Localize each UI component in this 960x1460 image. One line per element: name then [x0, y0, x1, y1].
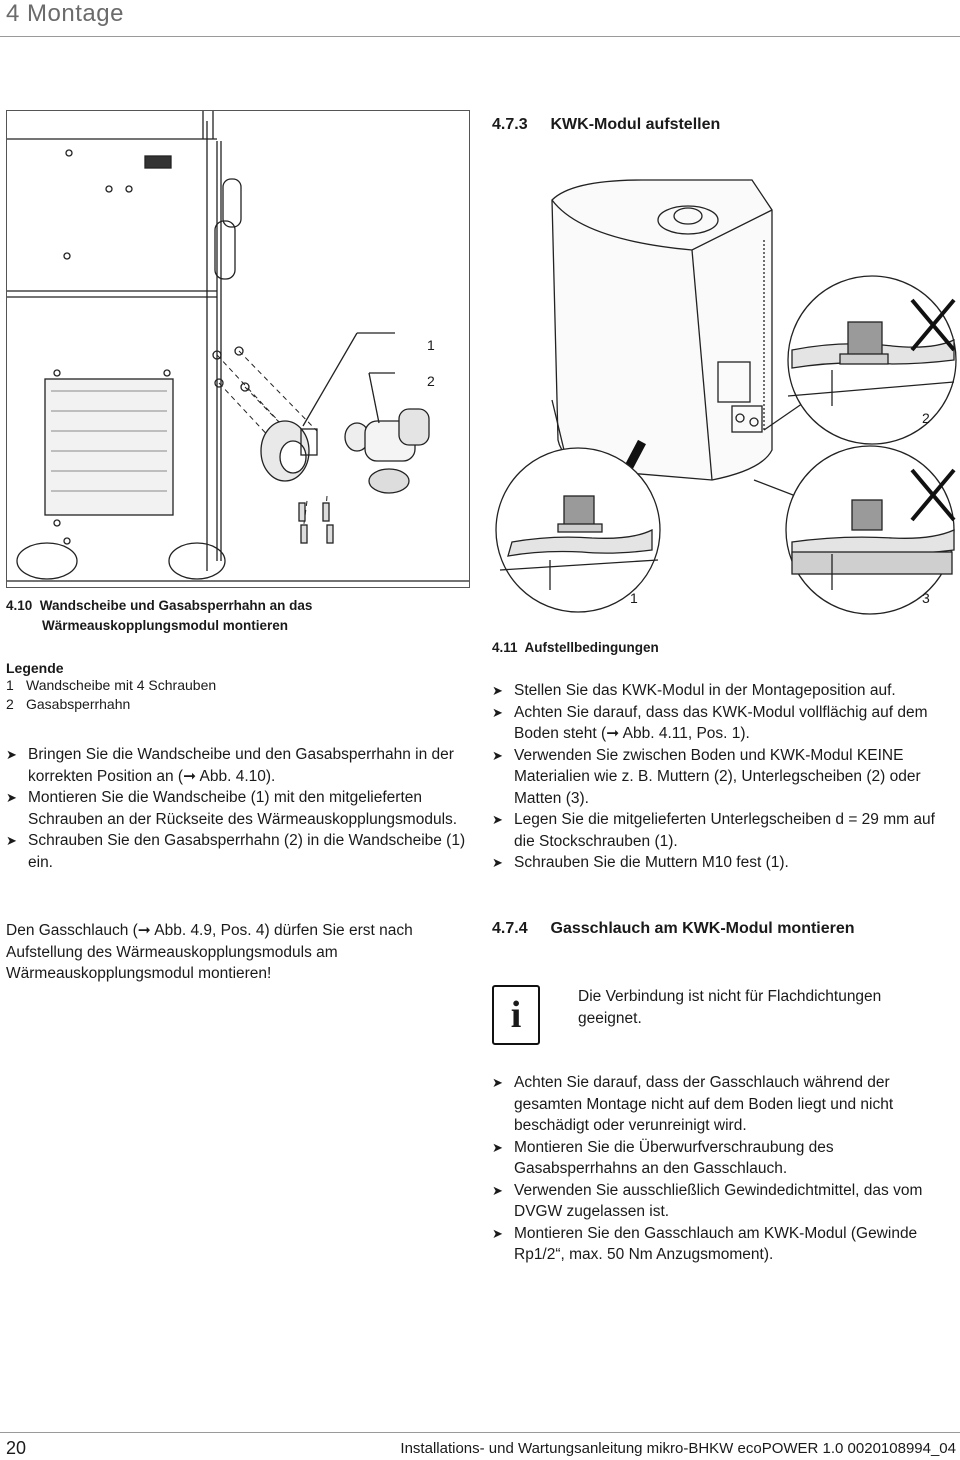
section-heading-4-7-3: 4.7.3 KWK-Modul aufstellen	[492, 116, 720, 134]
step-text: Verwenden Sie ausschließlich Gewindedich…	[514, 1181, 923, 1221]
legend: Legende 1 Wandscheibe mit 4 Schrauben 2 Ga…	[6, 660, 466, 714]
instruction-step: ➤ Legen Sie die mitgelieferten Unterlegsc…	[492, 809, 958, 852]
legend-text: Gasabsperrhahn	[26, 696, 131, 712]
step-text: Achten Sie darauf, dass der Gasschlauch …	[514, 1074, 894, 1134]
bullet-arrow-icon: ➤	[492, 1139, 503, 1155]
step-text: Verwenden Sie zwischen Boden und KWK-Mod…	[514, 746, 921, 807]
caption-number: 4.10	[6, 598, 33, 613]
bullet-arrow-icon: ➤	[492, 683, 503, 698]
instruction-step: ➤ Achten Sie darauf, dass der Gasschlauch…	[492, 1072, 958, 1137]
bullet-arrow-icon: ➤	[6, 833, 17, 848]
legend-text: Wandscheibe mit 4 Schrauben	[26, 677, 217, 693]
bullet-arrow-icon: ➤	[492, 1182, 503, 1198]
step-text: Montieren Sie die Überwurfverschraubung …	[514, 1138, 834, 1178]
mounting-note: Den Gasschlauch (➞ Abb. 4.9, Pos. 4) dür…	[6, 922, 413, 982]
legend-num: 2	[6, 696, 14, 712]
figure-4-10: 1 2	[6, 110, 470, 588]
instruction-step: ➤ Bringen Sie die Wandscheibe und den Gas…	[6, 744, 468, 787]
right-instruction-list: ➤ Stellen Sie das KWK-Modul in der Montag…	[492, 680, 958, 874]
info-icon-letter: i	[510, 994, 522, 1036]
module-placement-illustration	[495, 179, 957, 615]
instruction-step: ➤ Montieren Sie die Überwurfverschraubung…	[492, 1137, 958, 1180]
bullet-arrow-icon: ➤	[492, 1225, 503, 1241]
instruction-step: ➤ Montieren Sie die Wandscheibe (1) mit d…	[6, 787, 468, 830]
figure-caption-4-10: 4.10 Wandscheibe und Gasabsperrhahn an d…	[6, 596, 466, 636]
footer-divider	[0, 1432, 960, 1433]
instruction-step: ➤ Verwenden Sie zwischen Boden und KWK-Mo…	[492, 745, 958, 810]
bullet-arrow-icon: ➤	[492, 812, 503, 827]
caption-line2: Wärmeauskopplungsmodul montieren	[42, 618, 289, 633]
wall-mounting-illustration	[7, 111, 469, 582]
header-divider	[0, 36, 960, 37]
legend-num: 1	[6, 677, 14, 693]
section-heading-4-7-4: 4.7.4 Gasschlauch am KWK-Modul montieren	[492, 920, 855, 938]
caption-number: 4.11	[492, 640, 518, 655]
instruction-step: ➤ Montieren Sie den Gasschlauch am KWK-Mo…	[492, 1223, 958, 1266]
footer-document-title: Installations- und Wartungsanleitung mik…	[400, 1440, 956, 1457]
step-text: Schrauben Sie die Muttern M10 fest (1).	[514, 854, 789, 871]
instruction-step: ➤ Stellen Sie das KWK-Modul in der Montag…	[492, 680, 958, 702]
section-title: Gasschlauch am KWK-Modul montieren	[550, 920, 855, 937]
caption-line1: Wandscheibe und Gasabsperrhahn an das	[39, 598, 313, 613]
instruction-step: ➤ Schrauben Sie die Muttern M10 fest (1).	[492, 852, 958, 874]
section-title: KWK-Modul aufstellen	[550, 116, 721, 133]
section-number: 4.7.3	[492, 116, 528, 133]
step-text: Legen Sie die mitgelieferten Unterlegsch…	[514, 811, 935, 850]
info-text: Die Verbindung ist nicht für Flachdichtu…	[578, 988, 882, 1027]
figure-label-1: 1	[630, 590, 638, 606]
step-text: Stellen Sie das KWK-Modul in der Montage…	[514, 682, 896, 699]
bullet-arrow-icon: ➤	[492, 855, 503, 870]
figure-label-3: 3	[922, 590, 930, 606]
chapter-title: 4 Montage	[6, 0, 124, 27]
figure-label-2: 2	[922, 410, 930, 426]
instruction-step: ➤ Verwenden Sie ausschließlich Gewindedic…	[492, 1180, 958, 1223]
step-text: Montieren Sie den Gasschlauch am KWK-Mod…	[514, 1224, 918, 1264]
bullet-arrow-icon: ➤	[492, 704, 503, 720]
step-text: Achten Sie darauf, dass das KWK-Modul vo…	[514, 703, 928, 743]
bullet-arrow-icon: ➤	[492, 1075, 503, 1090]
bullet-arrow-icon: ➤	[6, 747, 17, 762]
figure-caption-4-11: 4.11 Aufstellbedingungen	[492, 638, 659, 658]
bullet-arrow-icon: ➤	[6, 790, 17, 805]
figure-4-11: 1 3 2	[492, 150, 960, 630]
left-instruction-list: ➤ Bringen Sie die Wandscheibe und den Gas…	[6, 744, 468, 873]
section-number: 4.7.4	[492, 920, 528, 937]
caption-title: Aufstellbedingungen	[524, 640, 659, 655]
step-text: Bringen Sie die Wandscheibe und den Gasa…	[28, 746, 454, 785]
instruction-step: ➤ Schrauben Sie den Gasabsperrhahn (2) in…	[6, 830, 468, 873]
legend-item: 2 Gasabsperrhahn	[6, 695, 466, 714]
step-text: Montieren Sie die Wandscheibe (1) mit de…	[28, 789, 458, 828]
page-number: 20	[6, 1438, 27, 1458]
gas-hose-instruction-list: ➤ Achten Sie darauf, dass der Gasschlauch…	[492, 1072, 958, 1266]
step-text: Schrauben Sie den Gasabsperrhahn (2) in …	[28, 832, 466, 871]
figure-label-1: 1	[427, 337, 435, 353]
legend-item: 1 Wandscheibe mit 4 Schrauben	[6, 676, 466, 695]
legend-title: Legende	[6, 660, 64, 676]
info-icon: i	[492, 985, 540, 1045]
instruction-step: ➤ Achten Sie darauf, dass das KWK-Modul v…	[492, 702, 958, 745]
figure-label-2: 2	[427, 373, 435, 389]
bullet-arrow-icon: ➤	[492, 747, 503, 763]
